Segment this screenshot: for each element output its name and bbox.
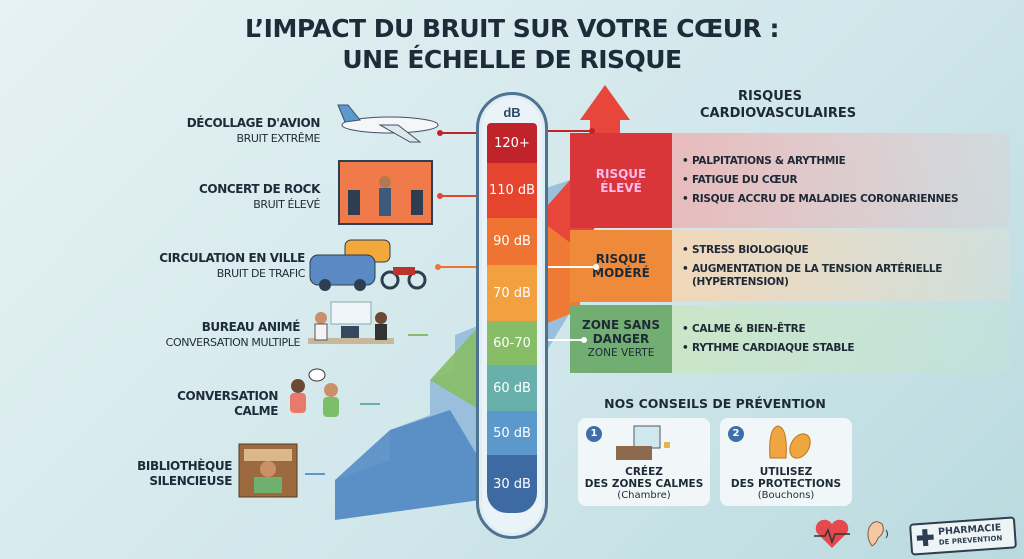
source-office: BUREAU ANIMÉ CONVERSATION MULTIPLE [100, 320, 301, 350]
source-detail: CALME [234, 404, 278, 418]
heart-icon [814, 519, 850, 548]
risk-item: AUGMENTATION DE LA TENSION ARTÉRIELLE (H… [682, 263, 1010, 289]
source-detail: BRUIT ÉLEVÉ [253, 198, 320, 211]
source-name: BIBLIOTHÈQUE [137, 459, 232, 473]
risk-item: PALPITATIONS & ARYTHMIE [682, 155, 1010, 168]
card-title-line1: CRÉEZ [625, 466, 663, 478]
connector-safe [548, 337, 587, 343]
card-title-line1: UTILISEZ [759, 466, 813, 478]
office-icon [308, 301, 394, 344]
connector-office [408, 334, 428, 336]
risk-label-line2: ÉLEVÉ [600, 180, 642, 195]
risk-label-line2: DANGER [592, 332, 650, 346]
risks-header-line1: RISQUES [737, 89, 803, 104]
connector-conversation [360, 403, 380, 405]
risk-label-line1: RISQUE [595, 166, 647, 181]
risk-item: CALME & BIEN-ÊTRE [682, 323, 1010, 336]
segment-30: 30 dB [487, 455, 537, 513]
connector-high [548, 128, 595, 134]
connector-concert [437, 193, 476, 199]
risk-label-line2: MODÉRÉ [592, 266, 650, 280]
ear-icon [867, 521, 888, 547]
source-name: DÉCOLLAGE D'AVION [186, 116, 321, 130]
source-name: CIRCULATION EN VILLE [159, 251, 305, 265]
pharmacie-prevention-logo: ✚ PHARMACIE DE PREVENTION [909, 516, 1017, 556]
segment-70: 70 dB [487, 265, 537, 321]
segment-110: 110 dB [487, 163, 537, 218]
risk-items: PALPITATIONS & ARYTHMIE FATIGUE DU CŒUR RI… [672, 133, 1010, 228]
risks-header-line2: CARDIOVASCULAIRES [700, 106, 857, 121]
earplugs-icon [769, 425, 811, 459]
risk-item: STRESS BIOLOGIQUE [682, 244, 1010, 257]
decibel-scale: dB 120+ 110 dB 90 dB 70 dB 60-70 60 dB 5… [476, 92, 548, 539]
segment-50: 50 dB [487, 411, 537, 455]
connector-library [305, 473, 325, 475]
traffic-icon [309, 239, 427, 291]
source-concert: CONCERT DE ROCK BRUIT ÉLEVÉ [120, 182, 320, 212]
card-subtitle: (Bouchons) [757, 490, 815, 501]
connector-moderate [548, 264, 599, 270]
library-icon [238, 443, 298, 498]
page-title-line1: L’IMPACT DU BRUIT SUR VOTRE CŒUR : [244, 14, 780, 43]
segment-60-70: 60-70 [487, 321, 537, 365]
stair-blue [335, 410, 480, 520]
segment-60: 60 dB [487, 365, 537, 411]
card-number: 1 [586, 426, 602, 442]
source-traffic: CIRCULATION EN VILLE BRUIT DE TRAFIC [105, 251, 305, 281]
risk-item: RYTHME CARDIAQUE STABLE [682, 342, 1010, 355]
source-name: BUREAU ANIMÉ [201, 320, 301, 334]
segment-120: 120+ [487, 123, 537, 163]
source-detail: BRUIT EXTRÊME [236, 132, 320, 145]
connector-airplane [437, 130, 476, 136]
source-detail: BRUIT DE TRAFIC [216, 267, 306, 280]
scale-unit: dB [503, 105, 521, 120]
airplane-icon [337, 104, 439, 143]
source-name: CONVERSATION [177, 389, 278, 403]
cross-icon: ✚ [915, 525, 936, 552]
risk-item: FATIGUE DU CŒUR [682, 174, 1010, 187]
risk-item: RISQUE ACCRU DE MALADIES CORONARIENNES [682, 193, 1010, 206]
segment-90: 90 dB [487, 218, 537, 265]
concert-icon [338, 160, 433, 225]
connector-traffic [435, 264, 476, 270]
card-title-line2: DES PROTECTIONS [730, 478, 842, 490]
risk-items: CALME & BIEN-ÊTRE RYTHME CARDIAQUE STABLE [672, 305, 1010, 373]
bedroom-icon [616, 425, 670, 460]
prevention-title: NOS CONSEILS DE PRÉVENTION [604, 396, 826, 411]
risk-label-line1: ZONE SANS [582, 318, 660, 332]
source-detail: SILENCIEUSE [149, 474, 232, 488]
card-title-line2: DES ZONES CALMES [584, 478, 704, 490]
source-airplane: DÉCOLLAGE D'AVION BRUIT EXTRÊME [120, 116, 321, 146]
risk-label-line3: ZONE VERTE [587, 347, 655, 359]
card-number: 2 [728, 426, 744, 442]
page-title-line2: UNE ÉCHELLE DE RISQUE [342, 45, 682, 74]
source-detail: CONVERSATION MULTIPLE [165, 336, 301, 349]
card-subtitle: (Chambre) [617, 490, 671, 501]
risks-header: RISQUES CARDIOVASCULAIRES [700, 88, 857, 122]
risk-label-line1: RISQUE [595, 252, 647, 266]
conversation-icon [290, 368, 339, 417]
risk-items: STRESS BIOLOGIQUE AUGMENTATION DE LA TENS… [672, 230, 1010, 302]
source-name: CONCERT DE ROCK [198, 182, 320, 196]
